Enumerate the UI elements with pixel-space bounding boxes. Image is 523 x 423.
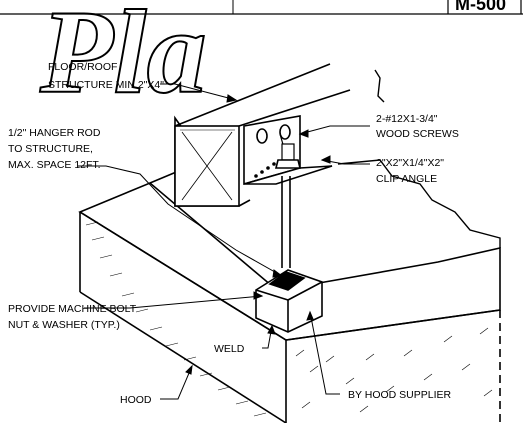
svg-text:2"X2"X1/4"X2": 2"X2"X1/4"X2" (376, 157, 444, 169)
svg-text:MAX. SPACE 12FT.: MAX. SPACE 12FT. (8, 159, 101, 171)
svg-text:STRUCTURE MIN 2"X4": STRUCTURE MIN 2"X4" (48, 79, 164, 91)
callout-wood-screws: 2-#12X1-3/4" WOOD SCREWS (376, 113, 459, 140)
break-line-hood (337, 159, 501, 248)
svg-text:1/2" HANGER ROD: 1/2" HANGER ROD (8, 127, 101, 139)
sheet-number: M-500 (455, 0, 507, 14)
bolt-nut-washer (255, 269, 323, 333)
callout-machine-bolt: PROVIDE MACHINE BOLT NUT & WASHER (TYP.) (8, 303, 137, 331)
watermark-lettering: Pla (39, 0, 207, 118)
callout-by-hood-supplier: BY HOOD SUPPLIER (348, 389, 452, 401)
leader-lines (78, 83, 370, 400)
callout-weld: WELD (214, 343, 245, 355)
callout-hanger-rod: 1/2" HANGER ROD TO STRUCTURE, MAX. SPACE… (8, 127, 101, 171)
svg-text:PROVIDE MACHINE BOLT: PROVIDE MACHINE BOLT (8, 303, 137, 315)
svg-text:TO STRUCTURE,: TO STRUCTURE, (8, 143, 93, 155)
wood-member (174, 63, 351, 207)
svg-text:2-#12X1-3/4": 2-#12X1-3/4" (376, 113, 438, 125)
svg-text:FLOOR/ROOF: FLOOR/ROOF (48, 61, 117, 73)
clip-angle (243, 115, 333, 186)
callout-clip-angle: 2"X2"X1/4"X2" CLIP ANGLE (376, 157, 444, 185)
callout-hood: HOOD (120, 394, 152, 406)
title-block-frame (0, 0, 523, 15)
hanger-rod (281, 176, 291, 268)
svg-text:CLIP ANGLE: CLIP ANGLE (376, 173, 437, 185)
svg-text:WOOD SCREWS: WOOD SCREWS (376, 128, 459, 140)
svg-text:NUT & WASHER (TYP.): NUT & WASHER (TYP.) (8, 319, 120, 331)
callout-floor-structure: FLOOR/ROOF STRUCTURE MIN 2"X4" (48, 61, 164, 91)
hood-hatching (85, 221, 493, 417)
break-line-structure (374, 69, 385, 103)
